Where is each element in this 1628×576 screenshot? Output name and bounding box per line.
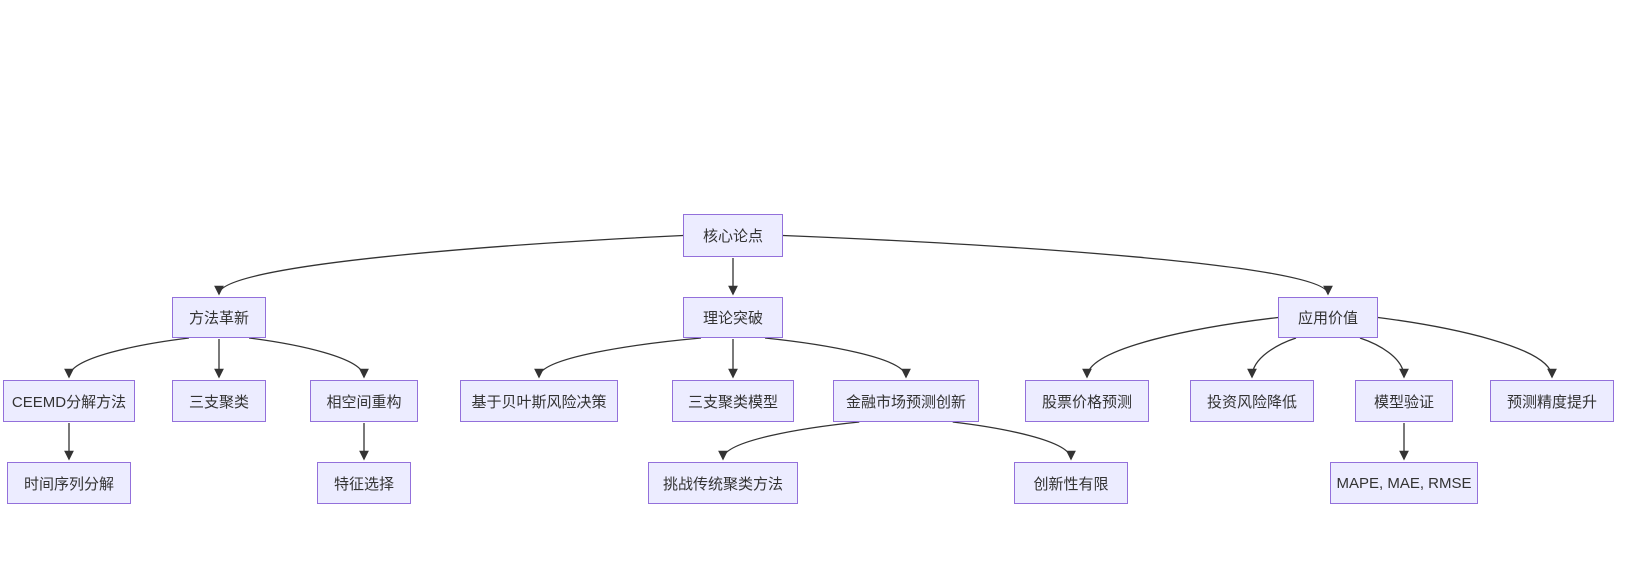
node-label: 基于贝叶斯风险决策 xyxy=(471,393,607,411)
node-label: 三支聚类 xyxy=(188,393,249,411)
node-label: 模型验证 xyxy=(1373,393,1434,411)
node-label: 金融市场预测创新 xyxy=(845,393,966,411)
node-label: 创新性有限 xyxy=(1033,475,1109,493)
node-label: 理论突破 xyxy=(702,310,763,327)
edge-method-ceemd xyxy=(64,337,189,379)
node-label: 时间序列分解 xyxy=(23,475,114,493)
node-label: 三支聚类模型 xyxy=(687,393,778,411)
node-method: 方法革新 xyxy=(172,297,266,338)
node-label: 预测精度提升 xyxy=(1506,393,1597,411)
edge-theory-bayes xyxy=(534,337,702,379)
node-threeModel: 三支聚类模型 xyxy=(672,380,794,422)
node-invest: 投资风险降低 xyxy=(1190,380,1314,422)
node-challenge: 挑战传统聚类方法 xyxy=(648,462,798,504)
node-stock: 股票价格预测 xyxy=(1025,380,1149,422)
edge-value-invest xyxy=(1247,337,1297,379)
node-feat: 特征选择 xyxy=(317,462,411,504)
node-value: 应用价值 xyxy=(1278,297,1378,338)
edge-core-value xyxy=(782,234,1333,296)
edge-method-phase xyxy=(248,337,369,379)
node-label: 特征选择 xyxy=(333,475,394,493)
edge-value-stock xyxy=(1082,316,1279,379)
node-phase: 相空间重构 xyxy=(310,380,418,422)
node-core: 核心论点 xyxy=(683,214,783,257)
node-metrics: MAPE, MAE, RMSE xyxy=(1330,462,1478,504)
edge-value-accuracy xyxy=(1377,316,1557,379)
node-label: 相空间重构 xyxy=(326,393,402,411)
node-three: 三支聚类 xyxy=(172,380,266,422)
node-label: 投资风险降低 xyxy=(1206,393,1297,411)
node-label: 方法革新 xyxy=(188,310,249,327)
node-label: 挑战传统聚类方法 xyxy=(662,475,783,493)
node-label: 核心论点 xyxy=(702,228,763,245)
node-ts: 时间序列分解 xyxy=(7,462,131,504)
node-accuracy: 预测精度提升 xyxy=(1490,380,1614,422)
edge-value-model xyxy=(1359,337,1409,379)
edge-core-method xyxy=(214,234,684,296)
node-model: 模型验证 xyxy=(1355,380,1453,422)
node-label: 应用价值 xyxy=(1297,310,1358,327)
node-limited: 创新性有限 xyxy=(1014,462,1128,504)
node-label: CEEMD分解方法 xyxy=(11,393,127,411)
node-bayes: 基于贝叶斯风险决策 xyxy=(460,380,618,422)
node-finance: 金融市场预测创新 xyxy=(833,380,979,422)
edge-finance-limited xyxy=(952,421,1076,461)
node-theory: 理论突破 xyxy=(683,297,783,338)
edge-theory-finance xyxy=(764,337,911,379)
node-label: MAPE, MAE, RMSE xyxy=(1336,474,1472,492)
edge-finance-challenge xyxy=(718,421,860,461)
node-label: 股票价格预测 xyxy=(1041,393,1132,411)
node-ceemd: CEEMD分解方法 xyxy=(3,380,135,422)
